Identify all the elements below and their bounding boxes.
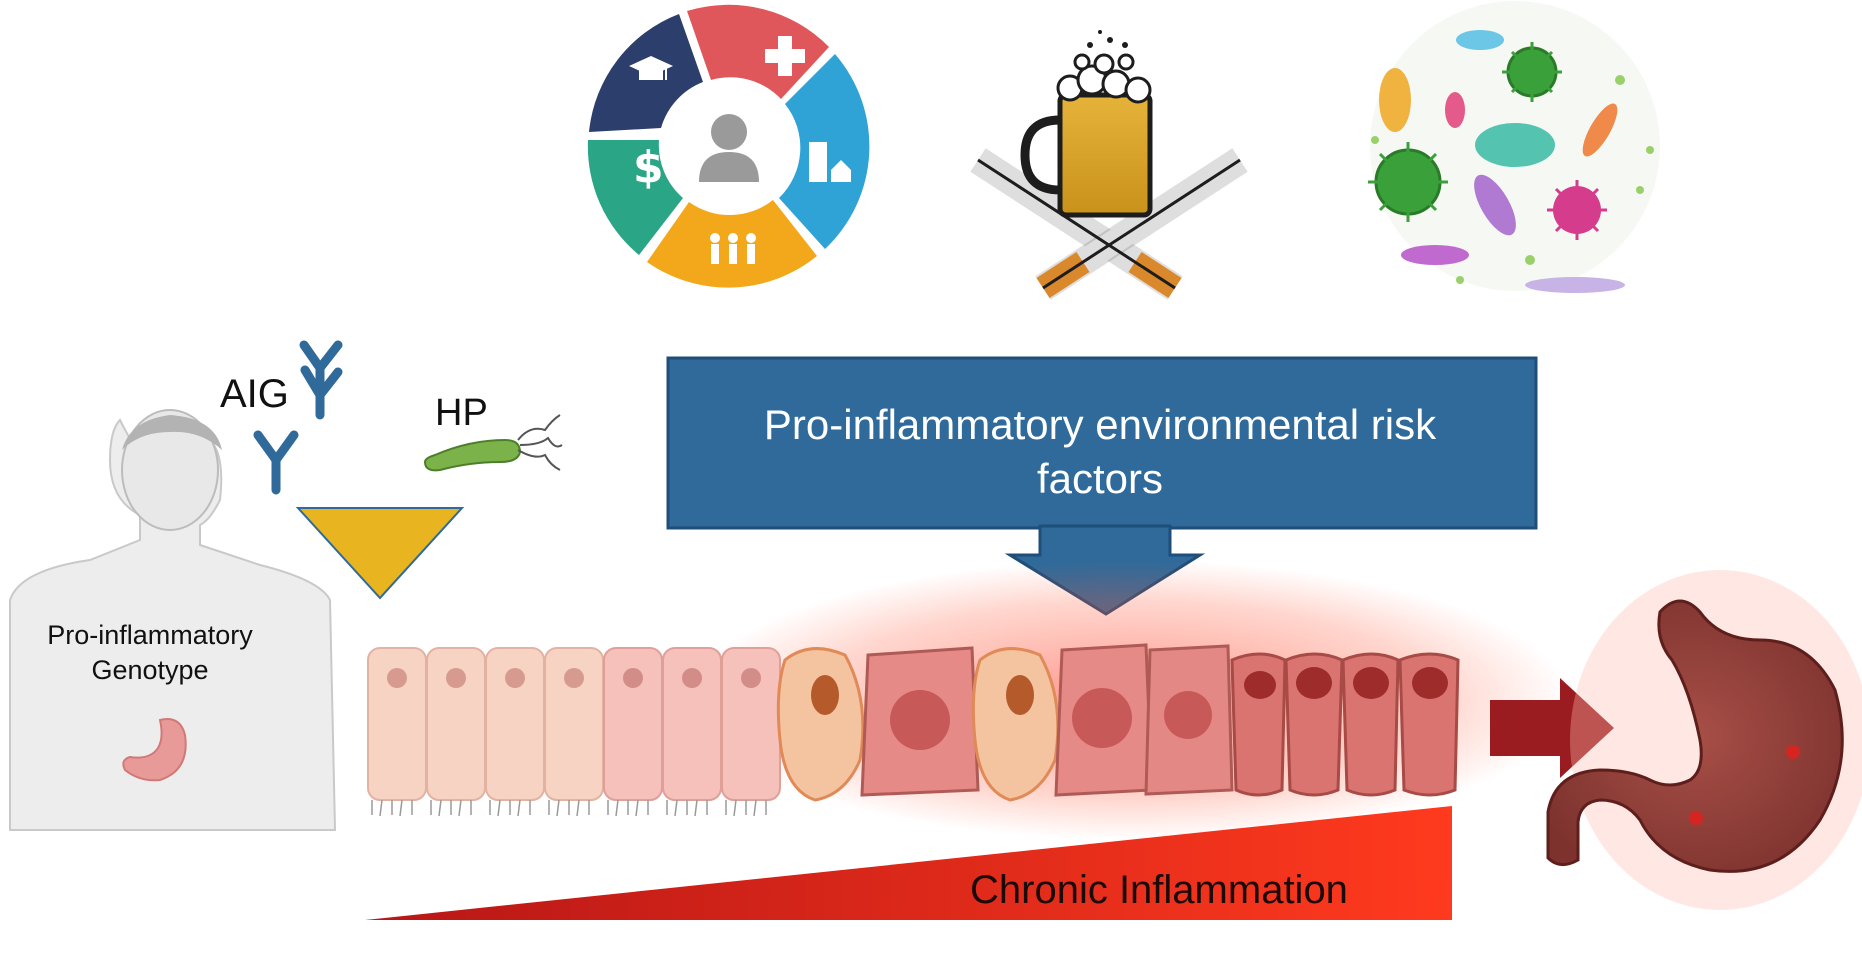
human-head (121, 409, 219, 531)
dysplastic-cell (1230, 652, 1287, 797)
metaplastic-cells (776, 643, 1234, 802)
squamous-cell (860, 646, 980, 797)
epithelial-cell-normal (662, 647, 722, 801)
diseased-stomach (1546, 570, 1862, 910)
cigarette-icon (970, 148, 1248, 300)
stomach-icon (122, 718, 187, 782)
environmental-risk-label-line1: Pro-inflammatory environmental risk (763, 401, 1437, 448)
goblet-cell (776, 647, 865, 802)
antibody-icon (253, 340, 343, 495)
wheel-segment-income (587, 140, 683, 255)
genotype-label-line1: Pro-inflammatory (47, 620, 253, 650)
beer-mug-icon (1020, 30, 1153, 218)
wheel-segment-health (687, 4, 829, 99)
dysplastic-cell (1284, 652, 1344, 797)
social-determinants-wheel: $ (587, 4, 870, 288)
buildings-icon (809, 142, 851, 182)
dollar-icon: $ (633, 142, 664, 193)
goblet-cell (971, 647, 1060, 802)
epithelial-cell-normal (721, 647, 781, 801)
microbes-icon (1368, 1, 1660, 293)
dysplastic-cells (1230, 652, 1460, 797)
dysplastic-cell (1398, 652, 1460, 797)
epithelial-cell-normal (485, 647, 545, 801)
epithelial-cell-normal (603, 647, 663, 801)
genotype-label-line2: Genotype (91, 655, 209, 685)
epithelial-cell-normal (544, 647, 604, 801)
aig-label: AIG (220, 372, 289, 416)
person-icon (699, 114, 759, 182)
graduation-cap-icon (629, 56, 673, 80)
human-figure (9, 409, 337, 831)
wheel-segment-community (647, 200, 817, 288)
dysplastic-cell (1341, 652, 1400, 797)
epithelium-row (367, 643, 1460, 817)
medical-cross-icon (765, 36, 805, 76)
hp-label: HP (435, 392, 488, 434)
environmental-risk-label: Pro-inflammatory environmental risk fact… (690, 398, 1510, 506)
progression-arrow (1490, 678, 1614, 778)
genetic-input-triangle (295, 507, 465, 600)
squamous-cell (1144, 644, 1234, 796)
epithelial-cell-normal (426, 647, 486, 801)
normal-cells (367, 647, 781, 817)
lifestyle-icons (970, 30, 1248, 300)
environmental-risk-box (666, 356, 1538, 616)
helicobacter-icon (423, 414, 563, 472)
environmental-risk-label-line2: factors (1036, 455, 1164, 502)
chronic-inflammation-label: Chronic Inflammation (970, 868, 1348, 912)
epithelial-cell-normal (367, 647, 427, 801)
people-icon (710, 233, 756, 264)
genotype-label: Pro-inflammatory Genotype (30, 618, 270, 688)
squamous-cell (1054, 643, 1154, 797)
chronic-inflammation-wedge (365, 806, 1452, 920)
